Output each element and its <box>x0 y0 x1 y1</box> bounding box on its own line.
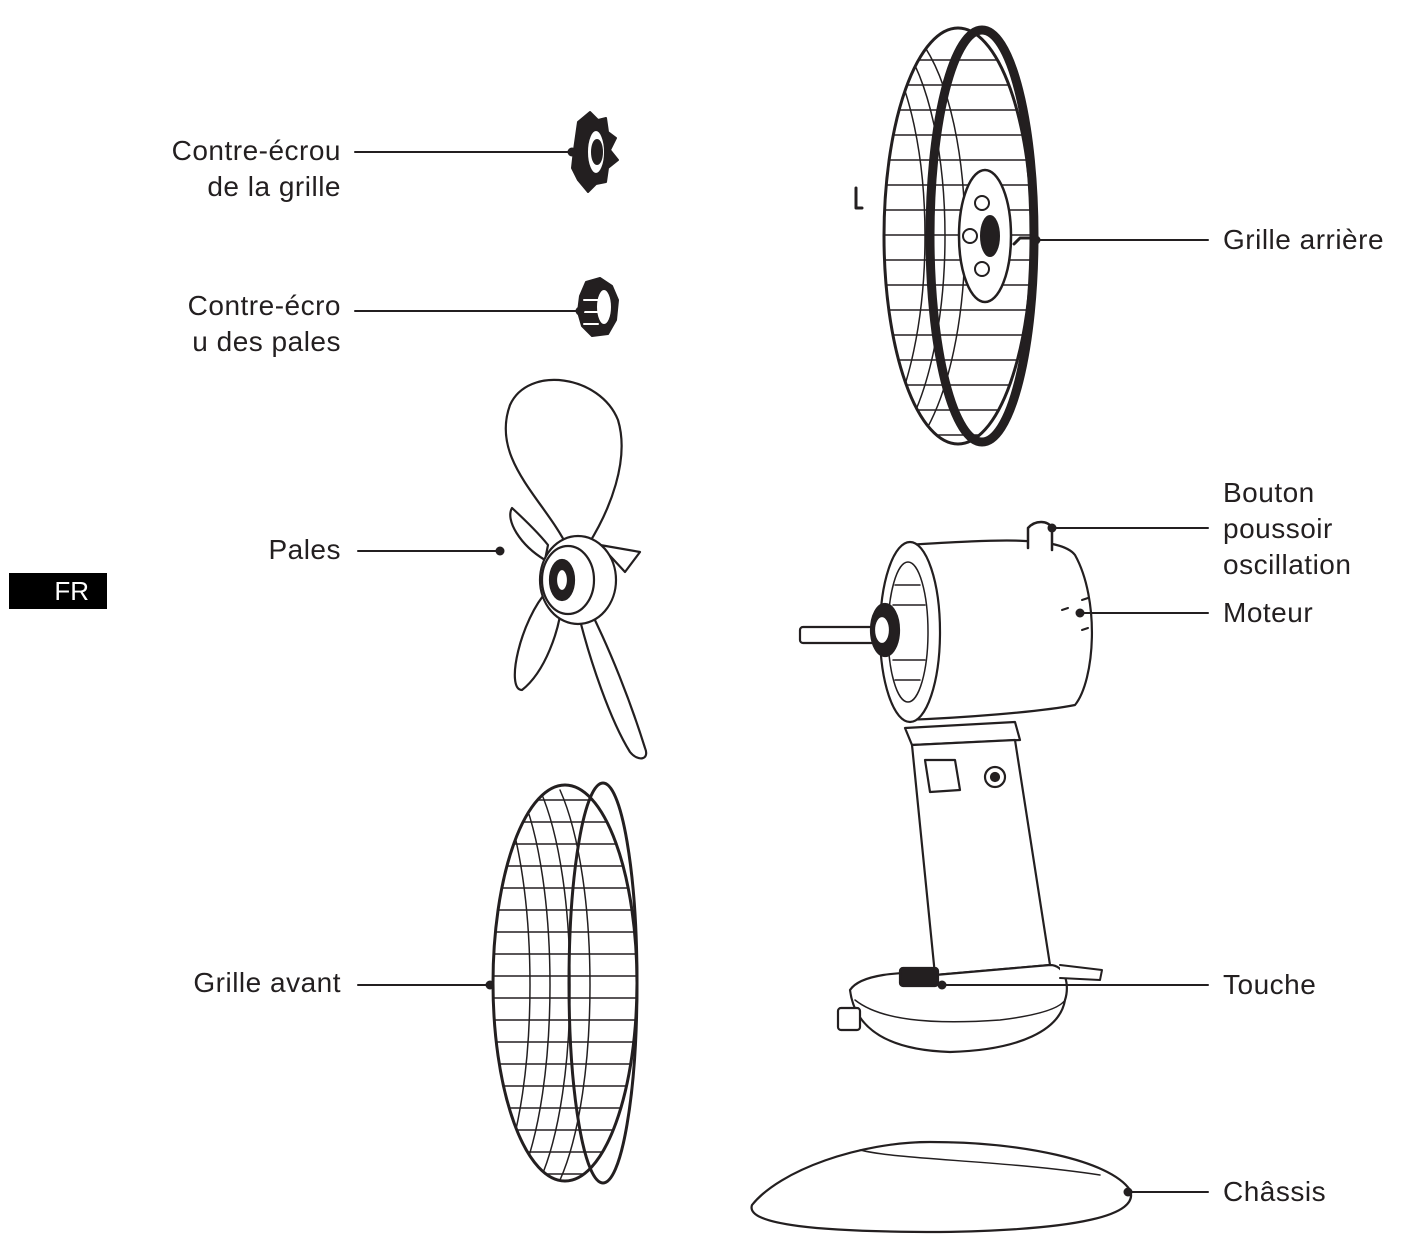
grille-locknut-part <box>571 111 619 193</box>
label-rear-grille: Grille arrière <box>1223 224 1385 255</box>
leader-dots <box>485 147 1133 1197</box>
label-switch: Touche <box>1223 969 1317 1000</box>
label-oscillation-button: Bouton poussoir oscillation <box>1223 477 1352 580</box>
base-chassis-part <box>750 1140 1133 1234</box>
leader-lines <box>354 151 1209 1193</box>
language-badge: FR <box>9 573 107 609</box>
label-blades: Pales <box>268 534 341 565</box>
label-front-grille: Grille avant <box>193 967 341 998</box>
fan-blades-part <box>504 378 648 760</box>
label-base: Châssis <box>1223 1176 1327 1207</box>
label-blade-locknut: Contre-écro u des pales <box>187 290 341 357</box>
blade-locknut-part <box>577 277 619 337</box>
motor-part <box>798 520 1094 724</box>
label-grille-locknut: Contre-écrou de la grille <box>171 135 341 202</box>
label-motor: Moteur <box>1223 597 1314 628</box>
rear-grille-part <box>854 25 1039 447</box>
front-grille-part <box>491 781 639 1185</box>
stand-and-switch-part <box>836 720 1103 1054</box>
